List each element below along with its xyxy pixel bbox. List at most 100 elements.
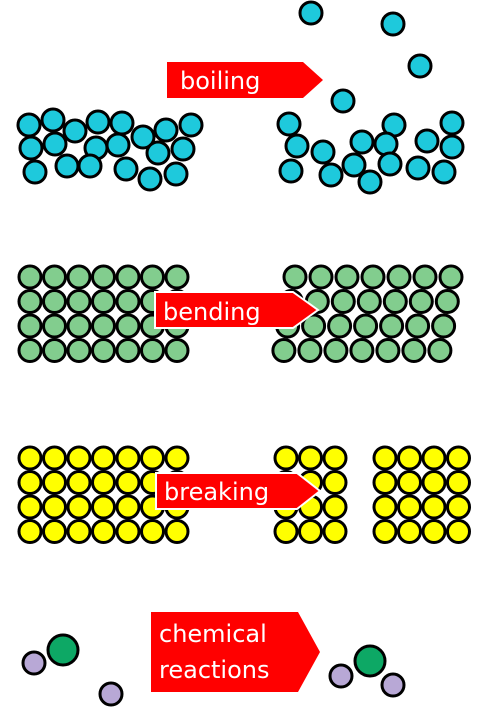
- fragment-particle: [322, 519, 348, 544]
- fragment-particle: [397, 494, 422, 520]
- lattice-particle: [330, 289, 356, 314]
- lattice-particle: [323, 338, 349, 363]
- liquid-particle: [153, 117, 179, 143]
- liquid-particle: [113, 156, 139, 182]
- fragment-particle: [397, 445, 422, 471]
- lattice-particle: [91, 264, 116, 290]
- liquid-particle: [178, 112, 204, 138]
- lattice-particle: [349, 338, 375, 363]
- lattice-particle: [17, 470, 43, 495]
- boiling-label: boiling: [180, 67, 260, 95]
- fragment-particle: [298, 445, 323, 471]
- lattice-particle: [434, 289, 460, 314]
- lattice-particle: [66, 494, 92, 520]
- lattice-particle: [17, 519, 43, 544]
- lattice-particle: [91, 494, 116, 520]
- lattice-particle: [271, 338, 297, 363]
- lattice-particle: [115, 470, 141, 495]
- lattice-particle: [297, 338, 323, 363]
- lattice-particle: [140, 264, 165, 290]
- gas-particle: [284, 133, 310, 159]
- gas-particle: [377, 151, 403, 177]
- gas-particle: [431, 159, 457, 185]
- gas-particle: [414, 128, 440, 154]
- gas-particle: [341, 152, 367, 178]
- lattice-particle: [379, 313, 405, 339]
- boiling-gas-particles: [276, 0, 465, 195]
- liquid-particle: [130, 124, 156, 150]
- liquid-particle: [77, 153, 103, 179]
- fragment-particle: [446, 494, 471, 520]
- lattice-particle: [17, 264, 43, 290]
- lattice-particle: [115, 445, 141, 471]
- lattice-particle: [164, 338, 190, 363]
- fragment-particle: [446, 445, 471, 471]
- gas-particle: [298, 0, 324, 26]
- lattice-particle: [405, 313, 431, 339]
- lattice-particle: [427, 338, 453, 363]
- bending-arrow-shape: [154, 291, 320, 329]
- gas-particle: [349, 129, 375, 155]
- lattice-particle: [356, 289, 382, 314]
- lattice-particle: [115, 338, 141, 363]
- lattice-particle: [140, 519, 165, 544]
- lattice-particle: [91, 519, 116, 544]
- gas-particle: [357, 169, 383, 195]
- liquid-particle: [105, 132, 131, 158]
- liquid-particle: [85, 109, 111, 135]
- boiling-arrow-shape: [167, 62, 323, 98]
- gas-particle: [373, 131, 399, 157]
- liquid-particle: [18, 135, 44, 161]
- fragment-particle: [372, 494, 398, 520]
- lattice-particle: [91, 313, 116, 339]
- lattice-particle: [91, 445, 116, 471]
- lattice-particle: [164, 519, 190, 544]
- lattice-particle: [42, 445, 67, 471]
- lattice-particle: [66, 470, 92, 495]
- lattice-particle: [438, 264, 464, 290]
- lattice-particle: [91, 470, 116, 495]
- gas-particle: [278, 158, 304, 184]
- breaking-arrow: breaking: [155, 472, 322, 510]
- lattice-particle: [66, 313, 92, 339]
- breaking-after-particles: [273, 445, 471, 544]
- gas-particle: [380, 11, 406, 37]
- liquid-particle: [109, 110, 135, 136]
- reactant-small-atom: [98, 681, 124, 707]
- fragment-particle: [372, 445, 398, 471]
- fragment-particle: [446, 519, 471, 544]
- fragment-particle: [421, 519, 447, 544]
- fragment-particle: [322, 470, 348, 495]
- lattice-particle: [301, 313, 327, 339]
- lattice-particle: [375, 338, 401, 363]
- lattice-particle: [140, 338, 165, 363]
- reactant-large-atom: [46, 633, 80, 667]
- liquid-particle: [16, 112, 42, 138]
- reactant-small-atom: [21, 650, 47, 676]
- fragment-particle: [322, 445, 348, 471]
- lattice-particle: [42, 519, 67, 544]
- gas-particle: [276, 111, 302, 137]
- lattice-particle: [334, 264, 360, 290]
- fragment-particle: [446, 470, 471, 495]
- gas-particle: [318, 162, 344, 188]
- liquid-particle: [137, 166, 163, 192]
- lattice-particle: [408, 289, 434, 314]
- lattice-particle: [164, 264, 190, 290]
- boiling-liquid-particles: [16, 107, 204, 192]
- bending-arrow: bending: [154, 291, 320, 329]
- lattice-particle: [91, 289, 116, 314]
- lattice-particle: [17, 338, 43, 363]
- lattice-particle: [140, 445, 165, 471]
- lattice-particle: [42, 470, 67, 495]
- gas-particle: [330, 88, 356, 114]
- fragment-particle: [397, 519, 422, 544]
- lattice-particle: [66, 519, 92, 544]
- lattice-particle: [17, 289, 43, 314]
- lattice-particle: [42, 313, 67, 339]
- fragment-particle: [421, 494, 447, 520]
- liquid-particle: [22, 159, 48, 185]
- lattice-particle: [431, 313, 457, 339]
- lattice-particle: [360, 264, 386, 290]
